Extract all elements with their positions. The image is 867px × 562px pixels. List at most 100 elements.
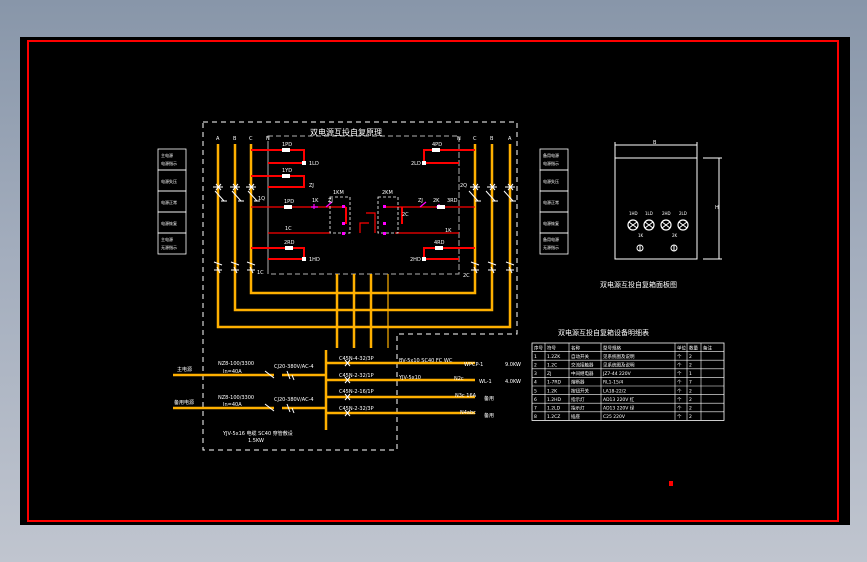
input-2-contactor: CJ20-380V/AC-4 xyxy=(274,397,314,403)
contact-dots xyxy=(342,205,386,235)
label-breaker: 1C xyxy=(257,270,264,276)
bom-cell: 2 xyxy=(689,354,692,360)
label-coil-r: 2KM xyxy=(382,190,393,196)
bom-cell: 2 xyxy=(689,406,692,412)
label-contactor-r: 2C xyxy=(402,212,409,218)
bus-drops xyxy=(335,274,389,348)
bom-cell: 1.2C xyxy=(547,363,557,369)
bom-cell: 自动开关 xyxy=(571,353,589,360)
out-1-load: 9.0KW xyxy=(505,362,521,368)
bom-cell: 个 xyxy=(677,354,682,360)
out-2-code: N2c xyxy=(454,376,464,382)
indicator-lamp-icon xyxy=(643,219,655,231)
panel-width-label: B xyxy=(653,140,657,146)
left-control-wiring xyxy=(251,149,347,260)
bom-title: 双电源互投自复箱设备明细表 xyxy=(558,328,649,337)
out-4-breaker: C45N-2-32/3P xyxy=(339,406,374,412)
indicator-cell xyxy=(157,232,187,255)
input-2-rating: In=40A xyxy=(223,402,242,408)
bom-cell: 1.2K xyxy=(547,388,558,394)
phase-label: C xyxy=(249,136,253,142)
bom-cell: 见系统图及说明 xyxy=(603,362,635,369)
cable-power: 1.5KW xyxy=(248,438,264,444)
bom-cell: 个 xyxy=(677,414,682,420)
indicator-lamp-icon xyxy=(627,219,639,231)
red-marker xyxy=(669,481,673,486)
bom-cell: 6 xyxy=(534,397,537,403)
bom-header-cell: 序号 xyxy=(534,344,543,351)
control-box xyxy=(267,135,460,275)
label-lamp-ctrl-r: 3RD xyxy=(447,198,458,204)
bom-cell: AD13 220V 绿 xyxy=(603,405,635,412)
bom-header-cell: 符号 xyxy=(547,344,556,351)
out-2-breaker: C45N-2-32/1P xyxy=(339,373,374,379)
lamp-label: 1LD xyxy=(645,211,653,216)
lamp-label: 2LD xyxy=(679,211,687,216)
phase-label: C xyxy=(473,136,477,142)
left-circuit-labels: 1PD 1LD 1YD ZJ 1Q 1PD 1K ZJ 1KM 1C 2RD 1… xyxy=(257,142,344,276)
bom-border xyxy=(531,342,725,421)
label-breaker-r: 2C xyxy=(463,273,470,279)
indicator-label: 备用电源 xyxy=(543,152,559,158)
label-indicator-bot-r: 2HD xyxy=(410,257,421,263)
bom-cell: 1 xyxy=(689,371,692,377)
bom-cell: 指示灯 xyxy=(571,396,585,403)
panel-view-title: 双电源互投自复箱面板图 xyxy=(600,280,677,289)
lamp-cross xyxy=(644,221,654,229)
label-lamp-bot-r: 4RD xyxy=(434,240,445,246)
lamp-label: 1HD xyxy=(629,211,638,216)
bom-cell: LA18-22/2 xyxy=(603,388,626,394)
fuses xyxy=(282,148,445,261)
label-coil: 1KM xyxy=(333,190,344,196)
bom-cell: ZJ xyxy=(547,371,551,377)
indicator-label: 电源失压 xyxy=(543,178,559,184)
indicator-label: 电源恢复 xyxy=(543,220,559,226)
one-line-labels: 主电源 NZ8-100/3300 In=40A CJ20-380V/AC-4 备… xyxy=(174,356,521,444)
bom-header-cell: 单位 xyxy=(677,344,686,351)
out-3-code: N3c 16A xyxy=(455,393,477,399)
switch-label: 1K xyxy=(638,233,644,238)
bom-cell: 按钮开关 xyxy=(571,387,589,394)
switch-label: 2K xyxy=(672,233,678,238)
input-2-breaker: NZ8-100/3300 xyxy=(218,395,254,401)
indicator-label: 主电源 xyxy=(161,152,173,158)
relay-box-2 xyxy=(377,196,399,234)
bom-header-cell: 名称 xyxy=(571,344,580,351)
label-lamp-mid: 1YD xyxy=(282,168,292,174)
label-lamp-bot: 2RD xyxy=(284,240,295,246)
indicator-label: 无源指示 xyxy=(161,244,177,250)
input-2-label: 备用电源 xyxy=(174,399,194,406)
label-sw-r: 1K xyxy=(445,228,452,234)
label-lamp-top-r: 4PD xyxy=(432,142,442,148)
input-1-contactor: CJ20-380V/AC-4 xyxy=(274,364,314,370)
relay-box-1 xyxy=(329,196,351,234)
bom-cell: 1-7RD xyxy=(547,380,561,386)
input-1-rating: In=40A xyxy=(223,369,242,375)
bom-cell: 个 xyxy=(677,397,682,403)
drawing-frame xyxy=(27,40,839,522)
indicator-label: 电源指示 xyxy=(543,160,559,166)
label-relay: ZJ xyxy=(309,183,314,189)
bom-cell: 1 xyxy=(534,354,537,360)
bom-cell: 5 xyxy=(534,388,537,394)
one-line-switches xyxy=(264,359,351,417)
panel-height-label: H xyxy=(715,205,719,211)
bom-cell: 1.2CZ xyxy=(547,414,560,420)
bom-cell: 见系统图及说明 xyxy=(603,353,635,360)
bom-cell: 2 xyxy=(689,397,692,403)
out-2-load: 4.0KW xyxy=(505,379,521,385)
bom-cell: 4 xyxy=(534,380,537,386)
out-2-extra: WL-1 xyxy=(479,379,492,385)
bom-cell: AD13 220V 红 xyxy=(603,396,635,403)
indicator-label: 电源正常 xyxy=(161,199,177,205)
indicator-label: 主电源 xyxy=(161,236,173,242)
phase-label: A xyxy=(508,136,512,142)
indicator-label: 电源失压 xyxy=(161,178,177,184)
out-4-load: 备用 xyxy=(484,412,494,419)
bom-cell: 2 xyxy=(689,363,692,369)
bom-header-cell: 数量 xyxy=(689,344,698,351)
phase-label: N xyxy=(266,136,270,142)
